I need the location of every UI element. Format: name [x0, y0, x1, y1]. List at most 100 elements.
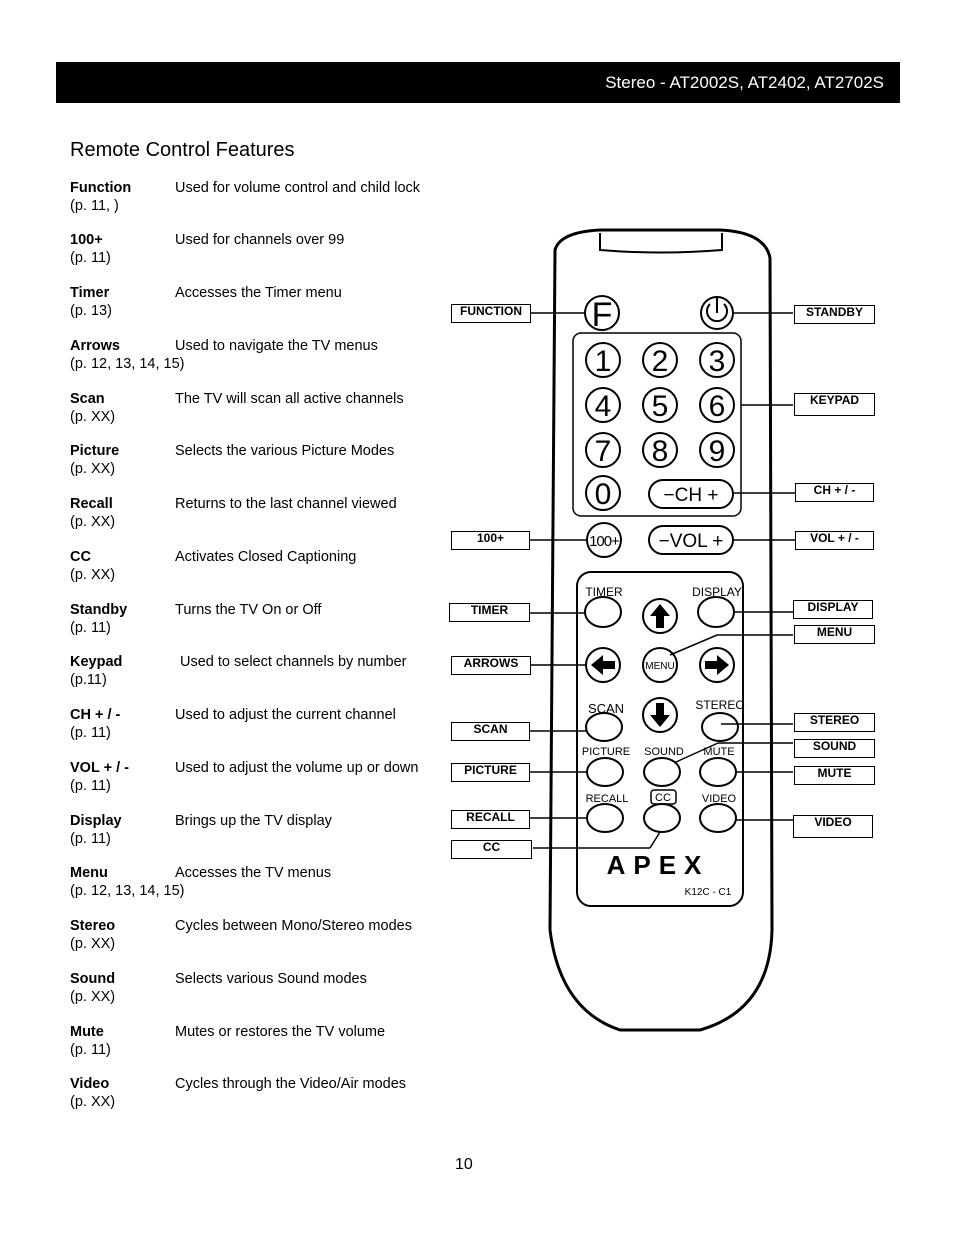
keypad-area: [572, 332, 742, 517]
feature-name: Picture: [70, 443, 120, 459]
callout-vol: VOL + / -: [795, 531, 874, 550]
feature-name: Scan: [70, 391, 105, 407]
feature-name: 100+: [70, 232, 103, 248]
feature-description: Accesses the TV menus: [175, 865, 332, 881]
digit-key[interactable]: [642, 387, 678, 423]
callout-display: DISPLAY: [793, 600, 873, 619]
callout-timer: TIMER: [449, 603, 530, 622]
digit-key-label: 4: [595, 390, 612, 423]
digit-key[interactable]: [585, 432, 621, 468]
feature-page-ref: (p. XX): [70, 514, 116, 530]
callout-video: VIDEO: [793, 815, 873, 838]
feature-description: Selects the various Picture Modes: [175, 443, 395, 459]
remote-body: [548, 228, 774, 1032]
brand-logo: APEX: [607, 850, 710, 880]
digit-key-label: 8: [652, 435, 669, 468]
vol-key[interactable]: −VOL +: [648, 525, 734, 555]
scan-key-label: SCAN: [588, 701, 624, 716]
callout-stereo: STEREO: [794, 713, 875, 732]
feature-page-ref: (p.11): [70, 672, 107, 688]
feature-description: Brings up the TV display: [175, 813, 332, 829]
hundred-key-label: 100+: [589, 533, 620, 550]
digit-key[interactable]: [699, 432, 735, 468]
feature-page-ref: (p. 12, 13, 14, 15): [70, 883, 185, 899]
feature-description: Activates Closed Captioning: [175, 549, 357, 565]
vol-key-label: −VOL +: [659, 531, 724, 552]
feature-page-ref: (p. XX): [70, 461, 116, 477]
recall-key-label: RECALL: [586, 793, 629, 805]
digit-key-label: 9: [709, 435, 726, 468]
arrow-up-icon[interactable]: [642, 598, 678, 634]
digit-key-label: 7: [595, 435, 612, 468]
digit-key[interactable]: [699, 342, 735, 378]
feature-description: Turns the TV On or Off: [175, 602, 322, 618]
digit-key-label: 0: [595, 478, 612, 511]
digit-key[interactable]: [585, 387, 621, 423]
menu-key[interactable]: MENU: [642, 647, 678, 683]
feature-description: Used to adjust the volume up or down: [175, 760, 419, 776]
ch-key[interactable]: −CH +: [648, 479, 734, 509]
callout-picture: PICTURE: [451, 763, 530, 782]
digit-key[interactable]: [699, 387, 735, 423]
feature-page-ref: (p. XX): [70, 567, 116, 583]
feature-name: Mute: [70, 1024, 104, 1040]
digit-key[interactable]: [585, 475, 621, 511]
video-key[interactable]: [699, 803, 737, 833]
feature-name: Standby: [70, 602, 128, 618]
mute-key-label: MUTE: [703, 746, 734, 758]
feature-description: Used to navigate the TV menus: [175, 338, 378, 354]
scan-key[interactable]: [585, 712, 623, 742]
feature-name: Arrows: [70, 338, 120, 354]
feature-page-ref: (p. 12, 13, 14, 15): [70, 356, 185, 372]
feature-page-ref: (p. 11): [70, 725, 111, 741]
feature-name: Sound: [70, 971, 116, 987]
feature-page-ref: (p. 11): [70, 250, 111, 266]
leader-lines: [529, 312, 795, 849]
display-key-label: DISPLAY: [692, 585, 742, 599]
callout-ch: CH + / -: [795, 483, 874, 502]
callout-mute: MUTE: [794, 766, 875, 785]
power-icon[interactable]: [700, 296, 734, 330]
feature-page-ref: (p. XX): [70, 1094, 116, 1110]
digit-key[interactable]: [642, 432, 678, 468]
stereo-key[interactable]: [701, 712, 739, 742]
feature-page-ref: (p. 11, ): [70, 198, 119, 214]
callout-standby: STANDBY: [794, 305, 875, 324]
feature-name: Stereo: [70, 918, 116, 934]
callout-scan: SCAN: [451, 722, 530, 741]
arrow-down-icon[interactable]: [642, 697, 678, 733]
feature-description: Used for channels over 99: [175, 232, 345, 248]
callout-menu: MENU: [794, 625, 875, 644]
digit-key-label: 5: [652, 390, 669, 423]
header-bar: Stereo - AT2002S, AT2402, AT2702S: [56, 62, 900, 103]
feature-description: Used to adjust the current channel: [175, 707, 396, 723]
feature-name: Video: [70, 1076, 110, 1092]
feature-name: Function: [70, 180, 132, 196]
sound-key-label: SOUND: [644, 746, 684, 758]
digit-key-label: 2: [652, 345, 669, 378]
digit-key-label: 6: [709, 390, 726, 423]
arrow-right-icon[interactable]: [699, 647, 735, 683]
sound-key[interactable]: [643, 757, 681, 787]
feature-page-ref: (p. 11): [70, 620, 111, 636]
feature-description: The TV will scan all active channels: [175, 391, 404, 407]
callout-keypad: KEYPAD: [794, 393, 875, 416]
feature-description: Cycles between Mono/Stereo modes: [175, 918, 412, 934]
model-label: K12C - C1: [685, 887, 732, 898]
feature-description: Accesses the Timer menu: [175, 285, 342, 301]
cc-key[interactable]: [643, 803, 681, 833]
digit-key[interactable]: [642, 342, 678, 378]
feature-page-ref: (p. 11): [70, 778, 111, 794]
timer-key[interactable]: [584, 596, 622, 628]
callout-recall: RECALL: [451, 810, 530, 829]
digit-key[interactable]: [585, 342, 621, 378]
feature-name: Keypad: [70, 654, 123, 670]
feature-description: Returns to the last channel viewed: [175, 496, 397, 512]
picture-key-label: PICTURE: [582, 746, 630, 758]
feature-page-ref: (p. 13): [70, 303, 112, 319]
feature-name: CH + / -: [70, 707, 121, 723]
feature-description: Mutes or restores the TV volume: [175, 1024, 386, 1040]
feature-name: CC: [70, 549, 91, 565]
section-title: Remote Control Features: [70, 139, 295, 161]
